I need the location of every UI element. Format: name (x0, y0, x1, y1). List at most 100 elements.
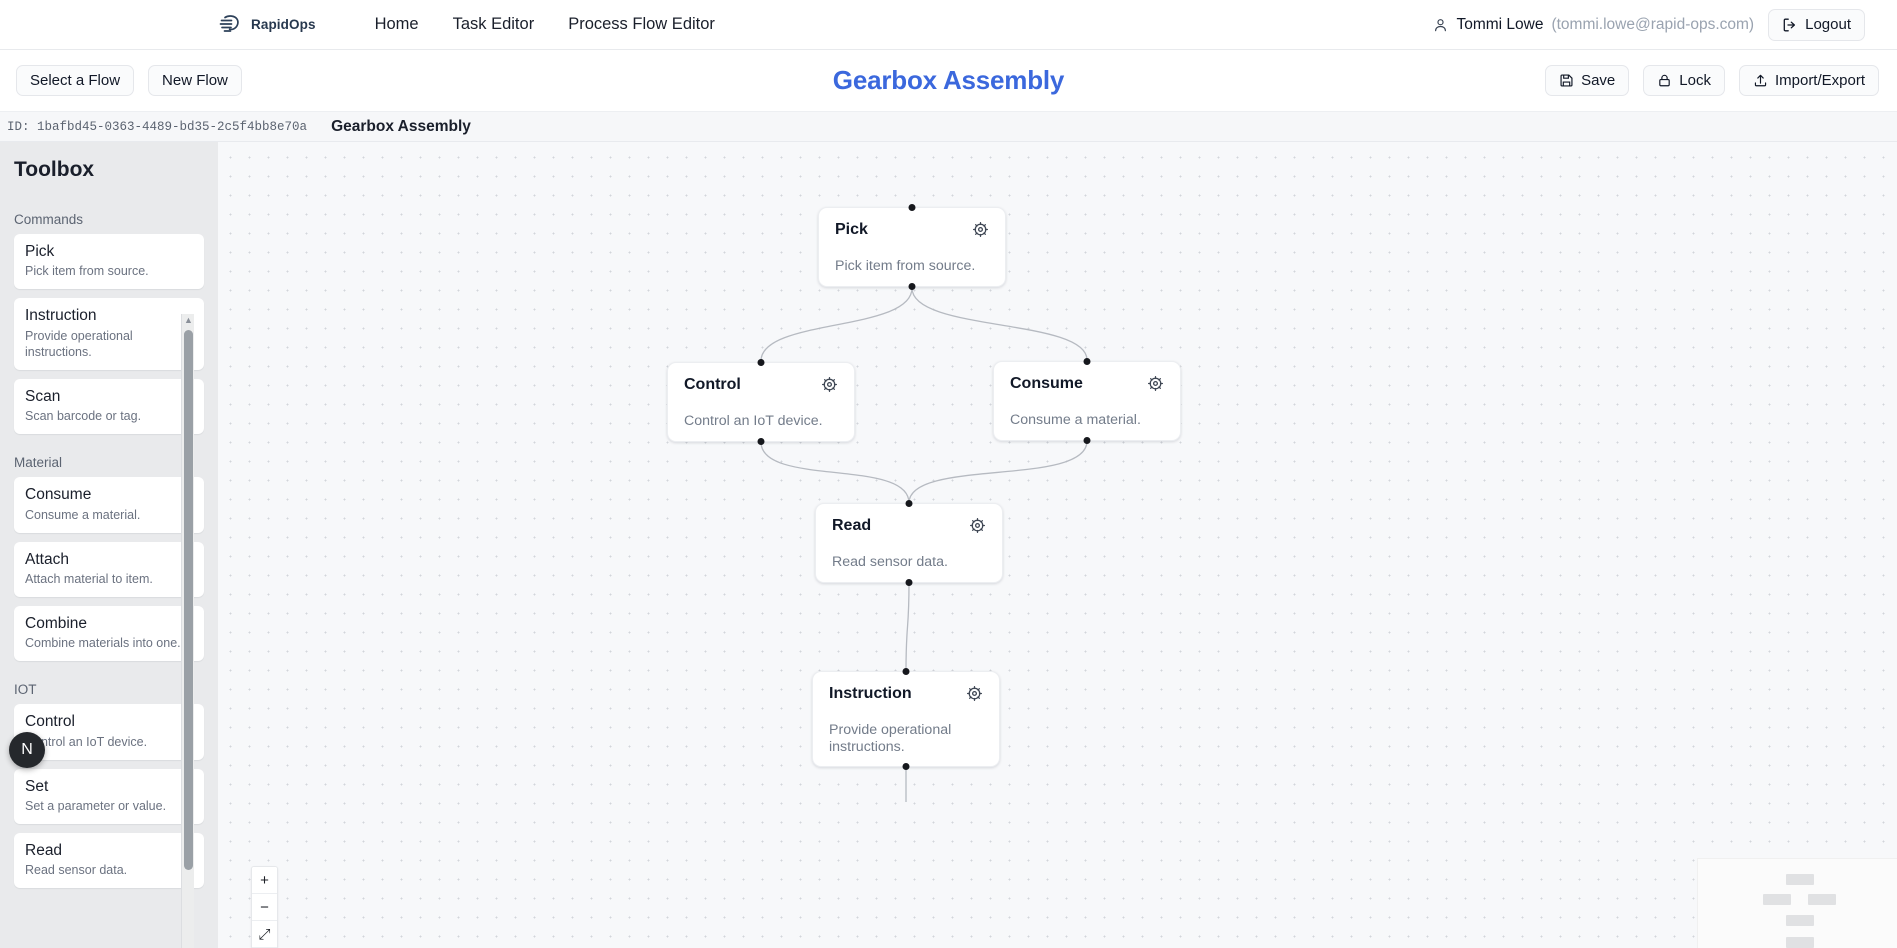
zoom-out-button[interactable]: − (252, 894, 277, 921)
logout-label: Logout (1805, 16, 1851, 33)
toolbox-item-description: Pick item from source. (25, 264, 149, 279)
flow-id-bar: ID: 1bafbd45-0363-4489-bd35-2c5f4bb8e70a… (0, 112, 1897, 142)
node-title: Read (832, 517, 872, 534)
toolbox-group-label: Material (14, 455, 63, 471)
nav-link-process-flow-editor[interactable]: Process Flow Editor (568, 15, 715, 33)
import-export-label: Import/Export (1774, 72, 1865, 89)
toolbox-scrollbar[interactable]: ▲ (181, 314, 194, 948)
upload-icon (1753, 73, 1768, 88)
flow-toolbar: Select a Flow New Flow Gearbox Assembly … (0, 50, 1897, 112)
toolbox-item-description: Scan barcode or tag. (25, 409, 142, 424)
node-title: Pick (835, 221, 868, 238)
node-handle-bottom[interactable] (905, 579, 913, 586)
zoom-in-button[interactable]: + (252, 867, 277, 894)
toolbox-item-title: Instruction (25, 307, 97, 325)
toolbox-item-description: Combine materials into one. (25, 636, 181, 651)
node-handle-bottom[interactable] (757, 438, 765, 445)
new-flow-label: New Flow (162, 72, 228, 89)
brand-name: RapidOps (251, 17, 316, 32)
save-disk-icon (1559, 73, 1574, 88)
toolbox-item-description: Set a parameter or value. (25, 799, 167, 813)
minimap-node (1763, 894, 1791, 905)
node-handle-top[interactable] (905, 500, 913, 507)
import-export-button[interactable]: Import/Export (1738, 65, 1879, 96)
node-handle-bottom[interactable] (1083, 437, 1091, 444)
fit-view-button[interactable]: ⤢ (252, 921, 277, 948)
user-chip[interactable]: Tommi Lowe (tommi.lowe@rapid-ops.com) (1433, 16, 1754, 34)
node-handle-top[interactable] (757, 359, 765, 366)
top-navigation-bar: RapidOps Home Task Editor Process Flow E… (0, 0, 1897, 50)
toolbox-item-description: Consume a material. (25, 507, 141, 522)
node-handle-top[interactable] (908, 204, 916, 211)
user-name: Tommi Lowe (1456, 15, 1544, 33)
gear-icon[interactable] (969, 516, 986, 539)
scroll-up-arrow-icon[interactable]: ▲ (184, 315, 193, 325)
user-email: (tommi.lowe@rapid-ops.com) (1551, 15, 1755, 33)
toolbox-item-title: Read (25, 842, 63, 859)
nav-link-task-editor[interactable]: Task Editor (452, 15, 535, 33)
toolbox-item-description: Attach material to item. (25, 571, 153, 586)
save-button[interactable]: Save (1545, 65, 1630, 96)
node-description: Pick item from source. (835, 258, 976, 274)
logout-button[interactable]: Logout (1768, 8, 1865, 41)
minimap-node (1808, 894, 1836, 905)
gear-icon[interactable] (972, 220, 989, 243)
logout-icon (1782, 17, 1798, 33)
flow-edges (760, 287, 1088, 802)
flow-name-text: Gearbox Assembly (331, 117, 471, 135)
toolbox-group-label: IOT (14, 682, 37, 698)
node-description: Control an IoT device. (684, 413, 823, 429)
brand-logo-group[interactable]: RapidOps (218, 13, 316, 37)
notification-badge[interactable]: N (9, 732, 45, 768)
canvas-minimap[interactable] (1697, 858, 1897, 948)
flow-id-text: ID: 1bafbd45-0363-4489-bd35-2c5f4bb8e70a (7, 119, 308, 134)
node-handle-bottom[interactable] (908, 283, 916, 290)
new-flow-button[interactable]: New Flow (148, 65, 242, 96)
user-icon (1433, 17, 1448, 33)
node-description: Consume a material. (1010, 412, 1141, 428)
gear-icon[interactable] (1147, 374, 1164, 397)
minimap-node (1786, 937, 1814, 948)
nav-right-group: Tommi Lowe (tommi.lowe@rapid-ops.com) Lo… (1433, 8, 1865, 41)
toolbox-item-title: Control (25, 713, 75, 731)
gear-icon[interactable] (966, 684, 983, 707)
node-handle-top[interactable] (902, 668, 910, 675)
lock-icon (1657, 73, 1672, 88)
toolbox-item-title: Pick (25, 243, 55, 260)
toolbox-item-title: Consume (25, 486, 92, 504)
node-description: Provide operational instructions. (829, 722, 952, 756)
nav-link-home[interactable]: Home (374, 15, 419, 33)
toolbox-item-description: Provide operational instructions. (25, 328, 133, 359)
select-a-flow-label: Select a Flow (30, 72, 121, 89)
node-description: Read sensor data. (832, 554, 948, 570)
minimap-node (1786, 874, 1814, 885)
node-handle-top[interactable] (1083, 358, 1091, 365)
cloud-swoosh-logo-icon (218, 13, 244, 37)
gear-icon[interactable] (821, 375, 838, 398)
toolbox-group-label: Commands (14, 212, 84, 227)
node-handle-bottom[interactable] (902, 763, 910, 770)
lock-button[interactable]: Lock (1643, 65, 1725, 96)
toolbox-item-description: Control an IoT device. (25, 734, 148, 749)
select-a-flow-button[interactable]: Select a Flow (16, 65, 135, 96)
minimap-node (1786, 915, 1814, 926)
scrollbar-thumb[interactable] (184, 330, 193, 870)
